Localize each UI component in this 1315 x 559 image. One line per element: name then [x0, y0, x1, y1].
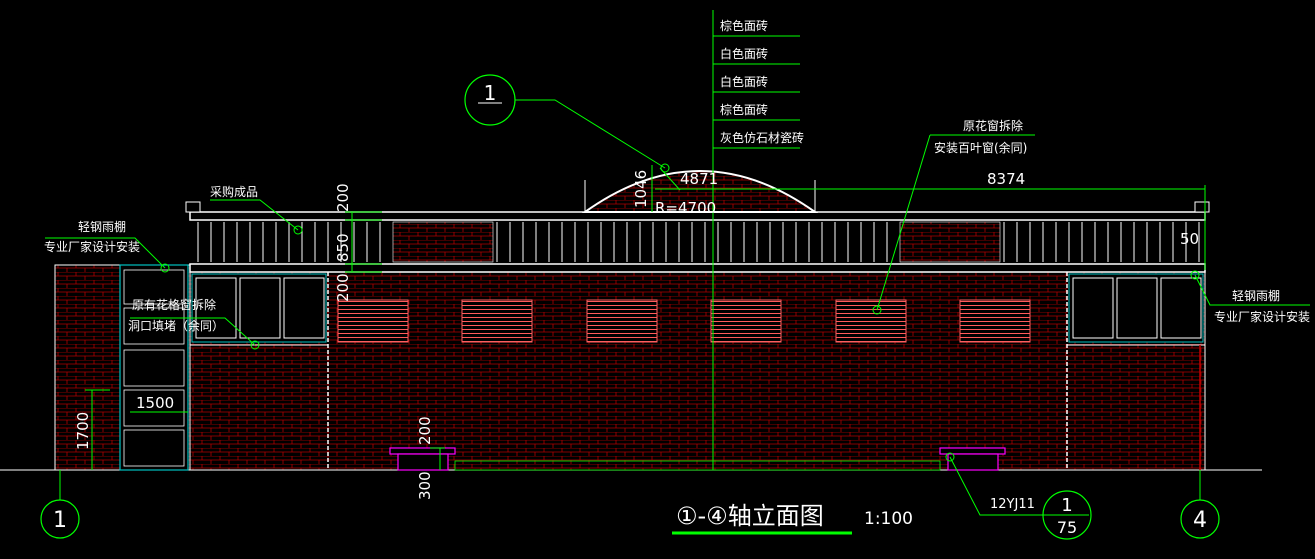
detail-ref-top: 1 [1061, 495, 1072, 516]
detail-spec: 12YJ11 [990, 497, 1035, 512]
brick-panel-2 [899, 221, 1001, 263]
material-leaders [713, 35, 800, 149]
detail-reference: 1 75 12YJ11 [990, 490, 1092, 540]
note-louver-1: 原花窗拆除 [963, 118, 1023, 133]
note-window-demolish-2: 洞口填堵（余同） [128, 318, 224, 333]
axis-bubble-end: 4 [1180, 470, 1220, 539]
drawing-title: ①-④轴立面图 [676, 502, 824, 530]
dim-1500: 1500 [136, 394, 174, 412]
dim-850: 850 [334, 233, 352, 262]
left-window-group [191, 273, 327, 343]
section-mark-label: 1 [484, 81, 497, 105]
note-window-demolish-1: 原有花格窗拆除 [132, 297, 216, 312]
dim-300-step: 300 [416, 471, 434, 500]
material-note: 棕色面砖 [720, 102, 768, 117]
note-louver-2: 安装百叶窗(余同) [934, 140, 1027, 155]
dim-1700: 1700 [74, 412, 92, 450]
entrance-platform [454, 460, 941, 471]
dome [581, 170, 819, 213]
dim-200-step: 200 [416, 416, 434, 445]
dim-200-mid: 200 [334, 273, 352, 302]
material-note: 灰色仿石材瓷砖 [720, 130, 804, 145]
drawing-scale: 1:100 [864, 509, 913, 529]
dim-200-top: 200 [334, 183, 352, 212]
right-steps [939, 447, 1006, 471]
material-note: 白色面砖 [720, 46, 768, 61]
drawing-title-block: ①-④轴立面图 1:100 [672, 502, 913, 535]
note-canopy-left-2: 专业厂家设计安装 [44, 239, 140, 254]
dimension-lines [85, 165, 1206, 470]
dim-1046: 1046 [632, 170, 650, 208]
note-canopy-left-1: 轻钢雨棚 [78, 219, 126, 234]
left-glazing-frame [119, 264, 189, 471]
axis-start-label: 1 [53, 508, 67, 533]
balusters [197, 222, 1200, 262]
balustrade-base [189, 263, 1206, 273]
note-canopy-right-2: 专业厂家设计安装 [1214, 309, 1310, 324]
right-window-group [1068, 273, 1204, 343]
leader-dots [160, 163, 1200, 462]
dim-radius: R=4700 [655, 199, 716, 217]
axis-end-label: 4 [1193, 508, 1207, 533]
finial-left [185, 201, 201, 213]
note-purchased: 采购成品 [210, 184, 258, 199]
material-note: 白色面砖 [720, 74, 768, 89]
section-mark: 1 [464, 74, 516, 126]
left-glazing-panes [123, 269, 185, 467]
left-steps [389, 447, 456, 471]
note-leaders [45, 99, 1310, 516]
dim-4871: 4871 [680, 170, 718, 188]
louver-windows [337, 299, 1031, 343]
material-note: 棕色面砖 [720, 18, 768, 33]
note-canopy-right-1: 轻钢雨棚 [1232, 288, 1280, 303]
finial-right [1194, 201, 1210, 213]
brick-panel-1 [392, 221, 494, 263]
dim-8374: 8374 [987, 170, 1025, 188]
detail-ref-bottom: 75 [1057, 518, 1077, 537]
axis-bubble-start: 1 [40, 470, 80, 539]
dim-50: 50 [1180, 230, 1199, 248]
